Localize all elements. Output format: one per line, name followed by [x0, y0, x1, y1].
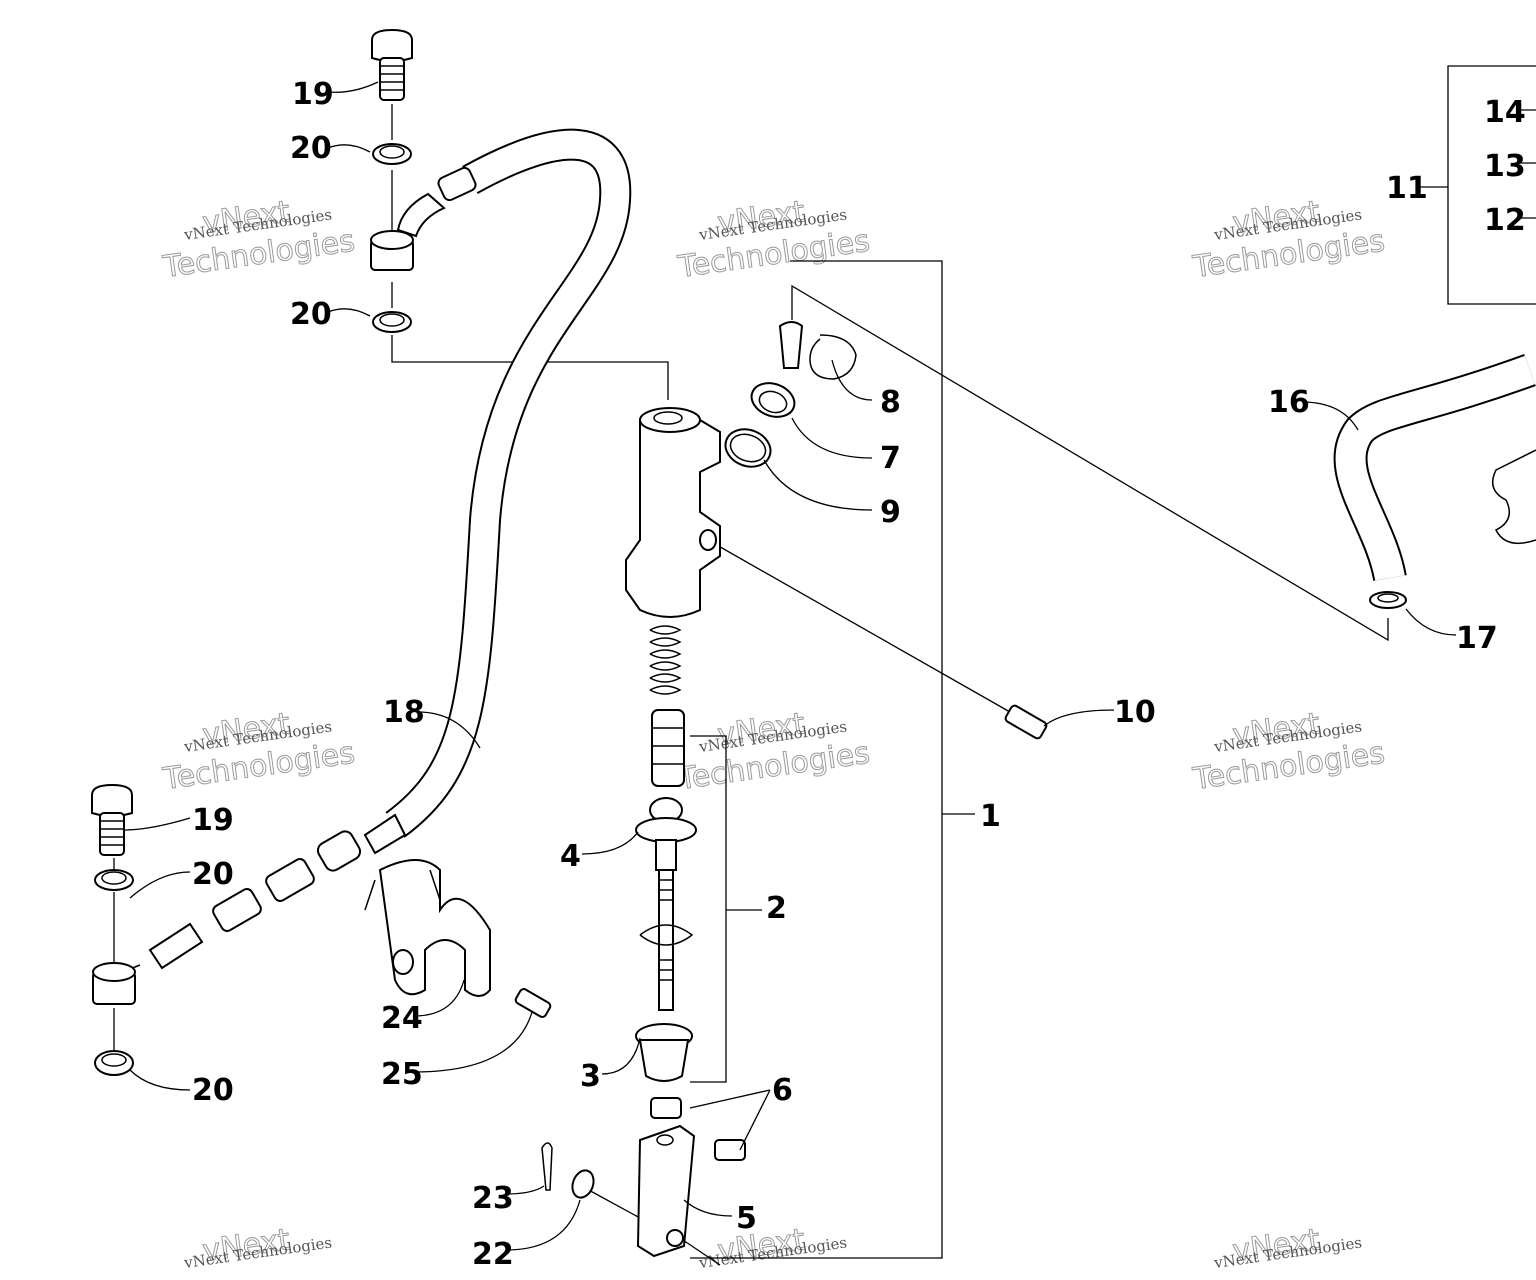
mounting-bolt: [1004, 704, 1048, 740]
callout-17: 17: [1456, 621, 1498, 656]
master-cylinder-body: [625, 407, 721, 618]
callout-labels: 19 20 20 18 19 20 20 24 25 4 3 23 22 5 6…: [192, 77, 1526, 1272]
brake-hose: [119, 128, 632, 974]
circlip: [809, 334, 857, 380]
callout-25: 25: [381, 1057, 423, 1092]
piston: [651, 709, 685, 787]
callout-13: 13: [1484, 149, 1526, 184]
hose-clip-bracket: [364, 859, 491, 997]
leader-lines: [123, 81, 1536, 1251]
assembly-brackets: [113, 65, 1536, 1266]
callout-20-top-2: 20: [290, 297, 332, 332]
callout-7: 7: [880, 441, 901, 476]
bracket-assembly-2: [690, 735, 727, 1083]
callout-16: 16: [1268, 385, 1310, 420]
washer-top-1: [372, 143, 412, 165]
callout-2: 2: [766, 891, 787, 926]
callout-12: 12: [1484, 203, 1526, 238]
callout-14: 14: [1484, 95, 1526, 130]
clevis: [636, 1124, 696, 1258]
callout-22: 22: [472, 1237, 514, 1272]
washer-bottom-2: [94, 1050, 134, 1076]
banjo-fitting-top: [370, 230, 414, 271]
callout-23: 23: [472, 1181, 514, 1216]
callout-9: 9: [880, 495, 901, 530]
callout-5: 5: [736, 1201, 757, 1236]
callout-4: 4: [560, 839, 581, 874]
callout-6: 6: [772, 1073, 793, 1108]
callout-8: 8: [880, 385, 901, 420]
callout-20-bottom-2: 20: [192, 1073, 234, 1108]
banjo-fitting-bottom: [92, 962, 136, 1005]
banjo-bolt-bottom: [91, 783, 133, 856]
washer-top-2: [372, 311, 412, 333]
dust-boot: [635, 1023, 693, 1082]
banjo-bolt-top: [371, 28, 413, 101]
reservoir-hose-line: [791, 284, 1389, 642]
hose-clamp: [1369, 591, 1407, 609]
callout-20-bottom-1: 20: [192, 857, 234, 892]
washer-bottom-1: [94, 869, 134, 891]
cotter-pin: [541, 1142, 553, 1191]
jam-nut-1: [650, 1097, 682, 1119]
callout-11: 11: [1386, 171, 1428, 206]
callout-3: 3: [580, 1059, 601, 1094]
reservoir-clip: [1491, 449, 1536, 545]
callout-10: 10: [1114, 695, 1156, 730]
reservoir-fitting: [750, 321, 804, 418]
clevis-washer: [571, 1169, 595, 1199]
bracket-assembly-11: [1447, 65, 1536, 305]
callout-24: 24: [381, 1001, 423, 1036]
callout-19-bottom: 19: [192, 803, 234, 838]
callout-19-top: 19: [292, 77, 334, 112]
jam-nut-2: [714, 1139, 746, 1161]
reservoir-hose: [1333, 354, 1536, 582]
o-ring: [724, 428, 772, 468]
return-spring: [649, 625, 682, 695]
callout-1: 1: [980, 799, 1001, 834]
callout-18: 18: [383, 695, 425, 730]
watermarks: vNext vNext Technologies Technologies vN…: [160, 194, 1388, 1272]
bracket-assembly-1: [690, 260, 943, 1259]
clip-bolt: [514, 988, 552, 1018]
push-rod: [635, 797, 697, 1011]
callout-20-top-1: 20: [290, 131, 332, 166]
